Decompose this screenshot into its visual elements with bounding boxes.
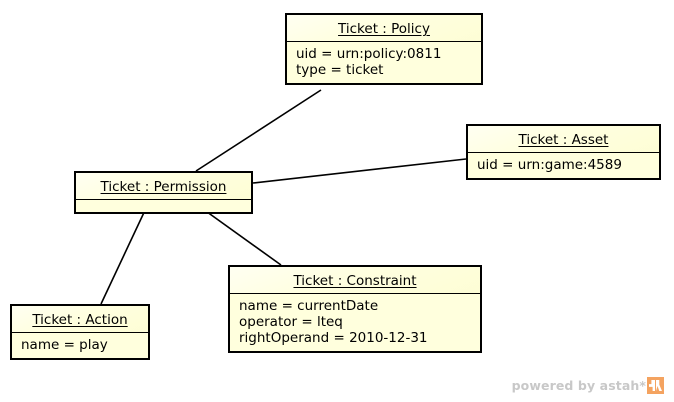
object-title-asset: Ticket : Asset [518,132,609,148]
object-title-compartment: Ticket : Permission [76,173,251,200]
astah-watermark: powered by astah* [512,377,664,394]
object-attributes-compartment-empty [76,199,251,212]
object-node-policy[interactable]: Ticket : Policy uid = urn:policy:0811 ty… [285,13,483,85]
object-attribute: operator = lteq [239,313,343,330]
astah-logo-icon [647,377,664,394]
object-title-policy: Ticket : Policy [338,21,430,37]
object-title-compartment: Ticket : Asset [468,126,659,153]
object-title-permission: Ticket : Permission [100,179,227,195]
object-attribute: type = ticket [296,61,384,78]
object-attributes-compartment: uid = urn:game:4589 [468,152,659,178]
object-attribute: name = play [21,336,108,353]
object-attributes-compartment: uid = urn:policy:0811 type = ticket [287,41,481,83]
object-attribute: name = currentDate [239,297,379,314]
association-policy-permission[interactable] [195,89,322,172]
astah-watermark-label: powered by astah* [511,378,646,393]
object-attributes-compartment: name = currentDate operator = lteq right… [230,293,480,351]
object-node-constraint[interactable]: Ticket : Constraint name = currentDate o… [228,265,482,353]
object-attribute: uid = urn:game:4589 [477,156,622,173]
object-attribute: rightOperand = 2010-12-31 [239,329,428,346]
object-attribute: uid = urn:policy:0811 [296,45,442,62]
object-title-compartment: Ticket : Constraint [230,267,480,294]
object-attributes-compartment: name = play [12,332,148,358]
object-node-permission[interactable]: Ticket : Permission [74,171,253,214]
object-node-asset[interactable]: Ticket : Asset uid = urn:game:4589 [466,124,661,180]
association-permission-asset[interactable] [252,158,467,184]
association-permission-action[interactable] [100,203,149,305]
object-title-constraint: Ticket : Constraint [293,273,417,289]
object-title-action: Ticket : Action [32,312,128,328]
object-title-compartment: Ticket : Policy [287,15,481,42]
object-title-compartment: Ticket : Action [12,306,148,333]
object-node-action[interactable]: Ticket : Action name = play [10,304,150,360]
